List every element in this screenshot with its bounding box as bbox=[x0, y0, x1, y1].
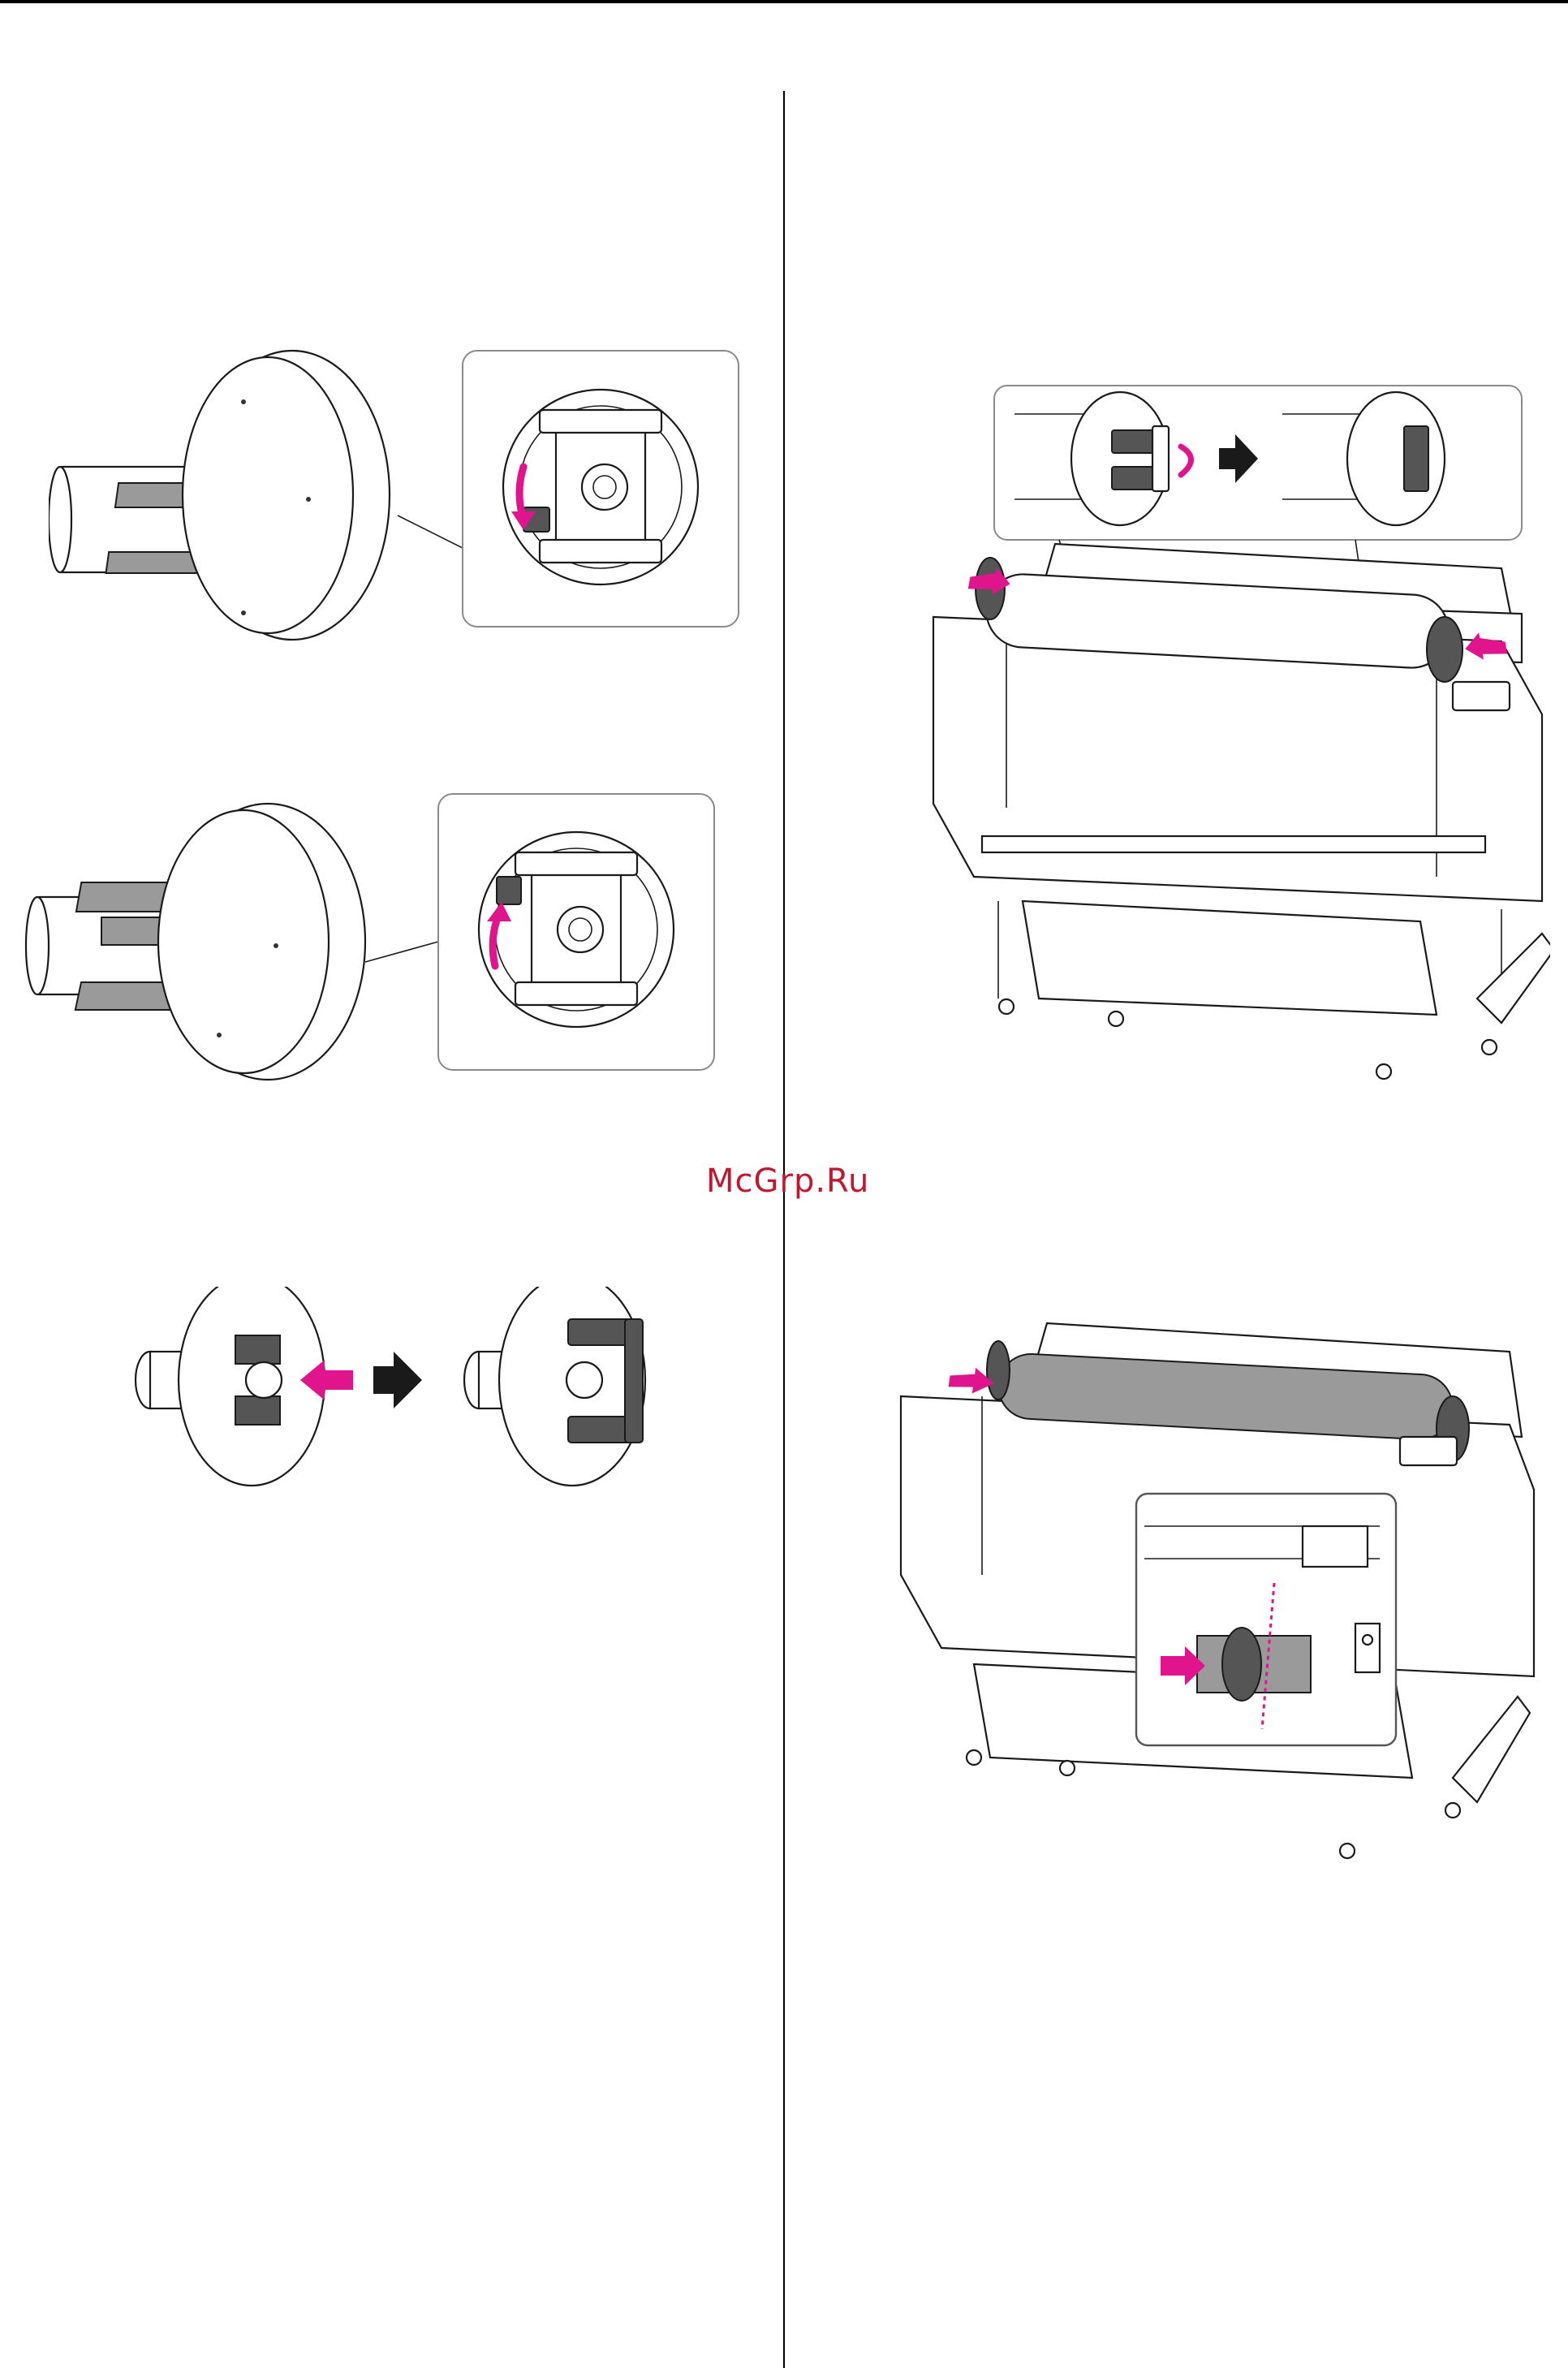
figure-adapter-insert-into-roll bbox=[130, 1287, 666, 1514]
roll-adapter-icon bbox=[49, 351, 390, 640]
printer-icon bbox=[933, 544, 1550, 1079]
direction-arrow-icon bbox=[373, 1352, 422, 1408]
column-divider bbox=[783, 91, 785, 2368]
roll-adapter-icon bbox=[26, 804, 365, 1080]
figure-adapter-lever-lock bbox=[24, 791, 722, 1100]
roll-adapter-icon bbox=[136, 1287, 325, 1486]
page-top-rule bbox=[0, 0, 1568, 3]
roll-adapter-icon bbox=[464, 1287, 645, 1486]
watermark-text: McGrp.Ru bbox=[706, 1162, 869, 1200]
lever-detail bbox=[479, 832, 674, 1027]
figure-printer-roll-feed-slot bbox=[893, 1315, 1542, 1875]
figure-adapter-lever-unlock bbox=[49, 345, 747, 670]
lever-detail bbox=[503, 390, 698, 584]
figure-printer-roll-mounting bbox=[917, 382, 1550, 1096]
